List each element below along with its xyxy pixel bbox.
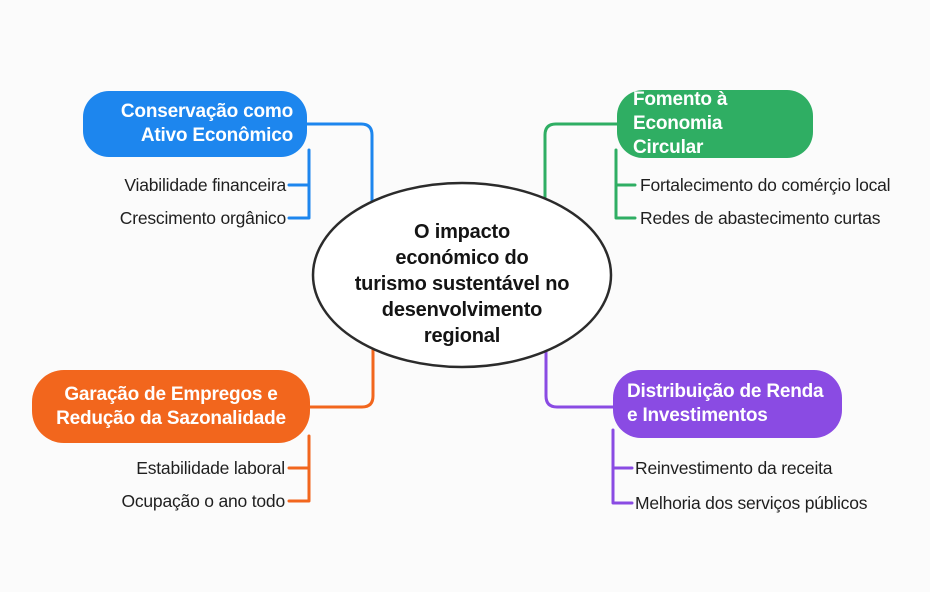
node-title: Garação de Empregos e Redução da Sazonal…: [56, 383, 286, 429]
leaf-fortalecimento-comercio-local[interactable]: Fortalecimento do comérçio local: [640, 175, 891, 195]
node-title: Fomento à Economia Circular: [633, 89, 728, 158]
connector-blue-children: [287, 148, 311, 220]
connector-orange-main: [307, 347, 375, 409]
leaf-estabilidade-laboral[interactable]: Estabilidade laboral: [136, 458, 285, 478]
leaf-reinvestimento-receita[interactable]: Reinvestimento da receita: [635, 458, 833, 478]
central-topic[interactable]: O impacto económico do turismo sustentáv…: [354, 221, 570, 347]
node-geracao-empregos-sazonalidade[interactable]: Garação de Empregos e Redução da Sazonal…: [32, 370, 310, 443]
node-title: Conservação como Ativo Econômico: [120, 101, 293, 146]
connector-orange-children: [287, 434, 311, 503]
leaf-ocupacao-ano-todo[interactable]: Ocupação o ano todo: [121, 491, 285, 511]
leaf-melhoria-servicos-publicos[interactable]: Melhoria dos serviços públicos: [635, 493, 868, 513]
connector-purple-main: [544, 350, 616, 409]
central-topic-ellipse: [311, 181, 613, 369]
connector-green-main: [543, 122, 620, 202]
leaf-viabilidade-financeira[interactable]: Viabilidade financeira: [124, 175, 286, 195]
leaf-redes-abastecimento-curtas[interactable]: Redes de abastecimento curtas: [640, 208, 881, 228]
connector-purple-children: [611, 428, 634, 505]
node-conservacao-ativo-economico[interactable]: Conservação como Ativo Econômico: [83, 91, 307, 157]
connector-green-children: [614, 148, 637, 220]
node-title: Distribuição de Renda e Investimentos: [627, 381, 824, 426]
node-distribuicao-renda-investimentos[interactable]: Distribuição de Renda e Investimentos: [613, 370, 842, 438]
leaf-crescimento-organico[interactable]: Crescimento orgânico: [119, 208, 286, 228]
node-fomento-economia-circular[interactable]: Fomento à Economia Circular: [617, 89, 813, 158]
connector-blue-main: [305, 122, 374, 205]
